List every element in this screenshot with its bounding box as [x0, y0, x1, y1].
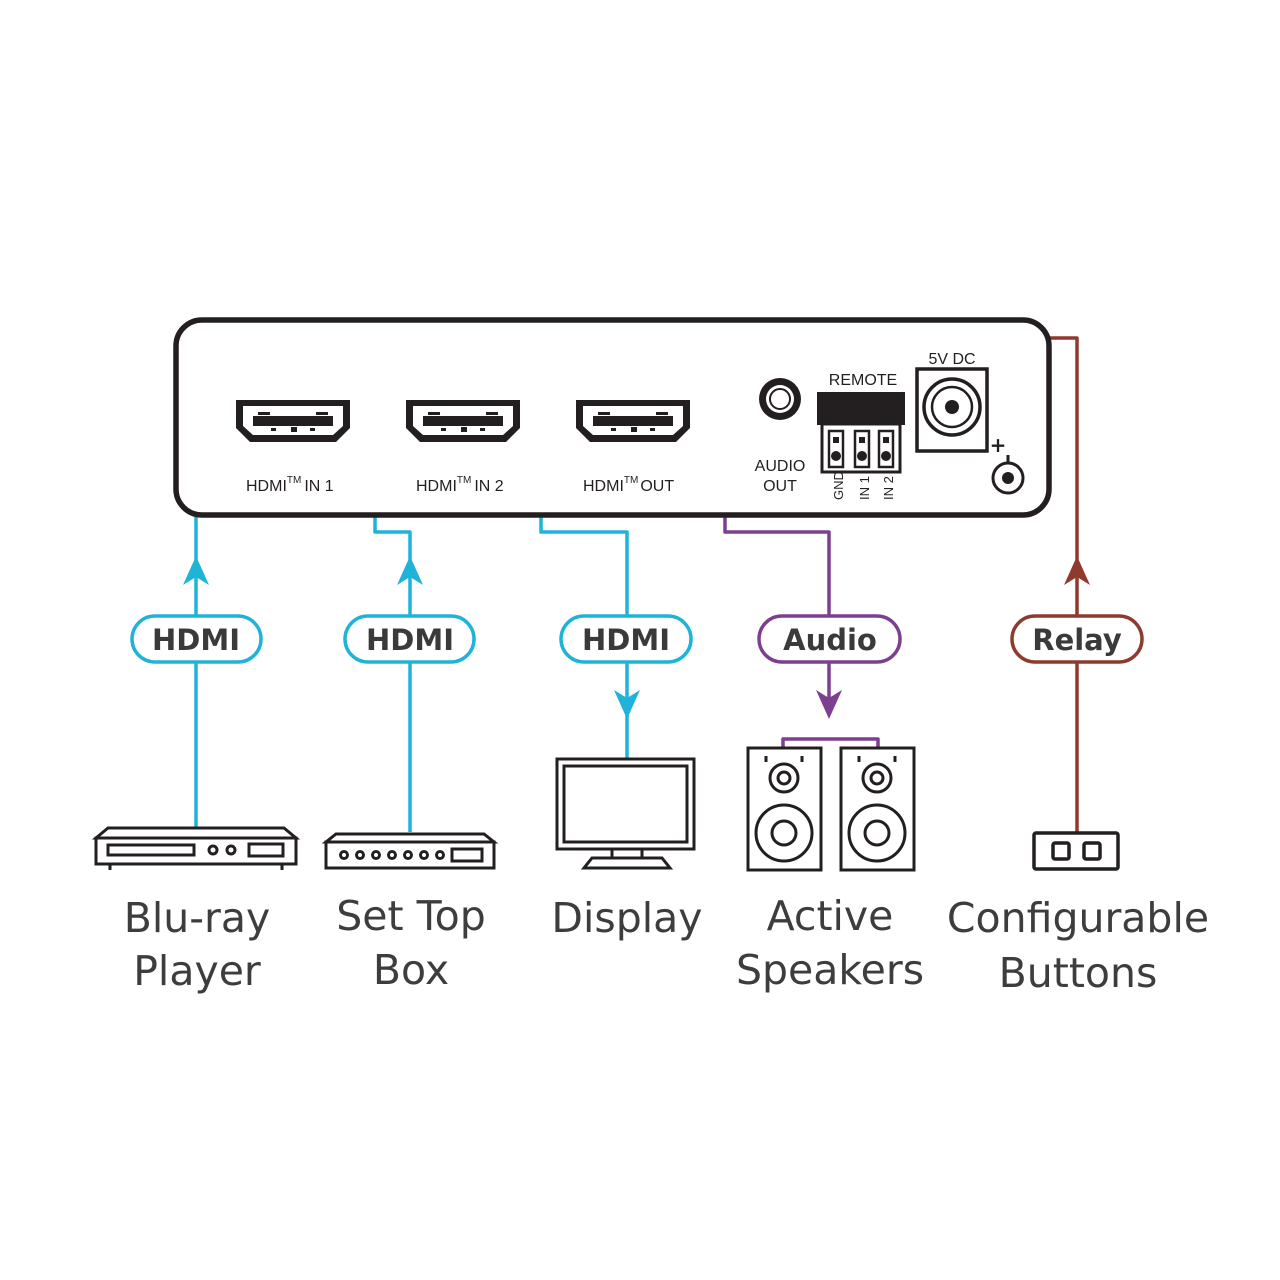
hdmi-in2-port[interactable] — [406, 400, 520, 442]
stb-label-line2: Box — [373, 946, 449, 994]
arrow-down-audio — [816, 690, 842, 719]
hdmi-out-port[interactable] — [576, 400, 690, 442]
pill-relay: Relay — [1010, 614, 1144, 664]
audio-cable-to-speakers — [781, 737, 880, 748]
display-icon — [555, 757, 696, 870]
audio-out-label-line1: AUDIO — [755, 458, 806, 475]
bluray-player-icon — [91, 826, 301, 870]
buttons-label-line1: Configurable — [947, 894, 1209, 942]
speakers-label-line2: Speakers — [736, 946, 924, 994]
bluray-label-line1: Blu-ray — [124, 894, 271, 942]
svg-text:HDMI: HDMI — [366, 623, 454, 657]
svg-text:Audio: Audio — [783, 623, 877, 657]
display-label: Display — [551, 894, 702, 942]
speakers-label-line1: Active — [767, 892, 894, 940]
pill-hdmi1: HDMI — [130, 614, 263, 664]
pill-audio: Audio — [757, 614, 902, 664]
bluray-label-line2: Player — [133, 947, 261, 995]
svg-text:HDMI: HDMI — [582, 623, 670, 657]
remote-label: REMOTE — [829, 372, 897, 389]
stb-label-line1: Set Top — [336, 892, 486, 940]
remote-terminal-gnd-label: GND — [831, 471, 846, 500]
arrow-up-hdmi2 — [397, 556, 423, 585]
set-top-box-icon — [321, 832, 499, 870]
remote-terminal-in1-label: IN 1 — [857, 476, 872, 500]
audio-out-label-line2: OUT — [763, 478, 797, 495]
pill-hdmi2: HDMI — [343, 614, 476, 664]
arrow-down-hdmi-out — [614, 690, 640, 719]
pill-hdmi3: HDMI — [559, 614, 693, 664]
power-label: 5V DC — [928, 351, 975, 368]
power-connector[interactable] — [915, 367, 989, 453]
buttons-icon — [1032, 831, 1120, 871]
power-polarity-sign: + — [990, 433, 1007, 457]
svg-text:Relay: Relay — [1032, 623, 1122, 657]
speakers-icon — [746, 746, 916, 872]
arrow-up-hdmi1 — [183, 556, 209, 585]
hdmi-in1-port[interactable] — [236, 400, 350, 442]
power-polarity-icon — [991, 455, 1025, 495]
remote-terminal-block[interactable] — [817, 392, 905, 474]
audio-out-jack[interactable] — [759, 378, 801, 420]
buttons-label-line2: Buttons — [999, 949, 1158, 997]
svg-text:HDMI: HDMI — [152, 623, 240, 657]
arrow-up-relay — [1064, 556, 1090, 585]
remote-terminal-in2-label: IN 2 — [881, 476, 896, 500]
